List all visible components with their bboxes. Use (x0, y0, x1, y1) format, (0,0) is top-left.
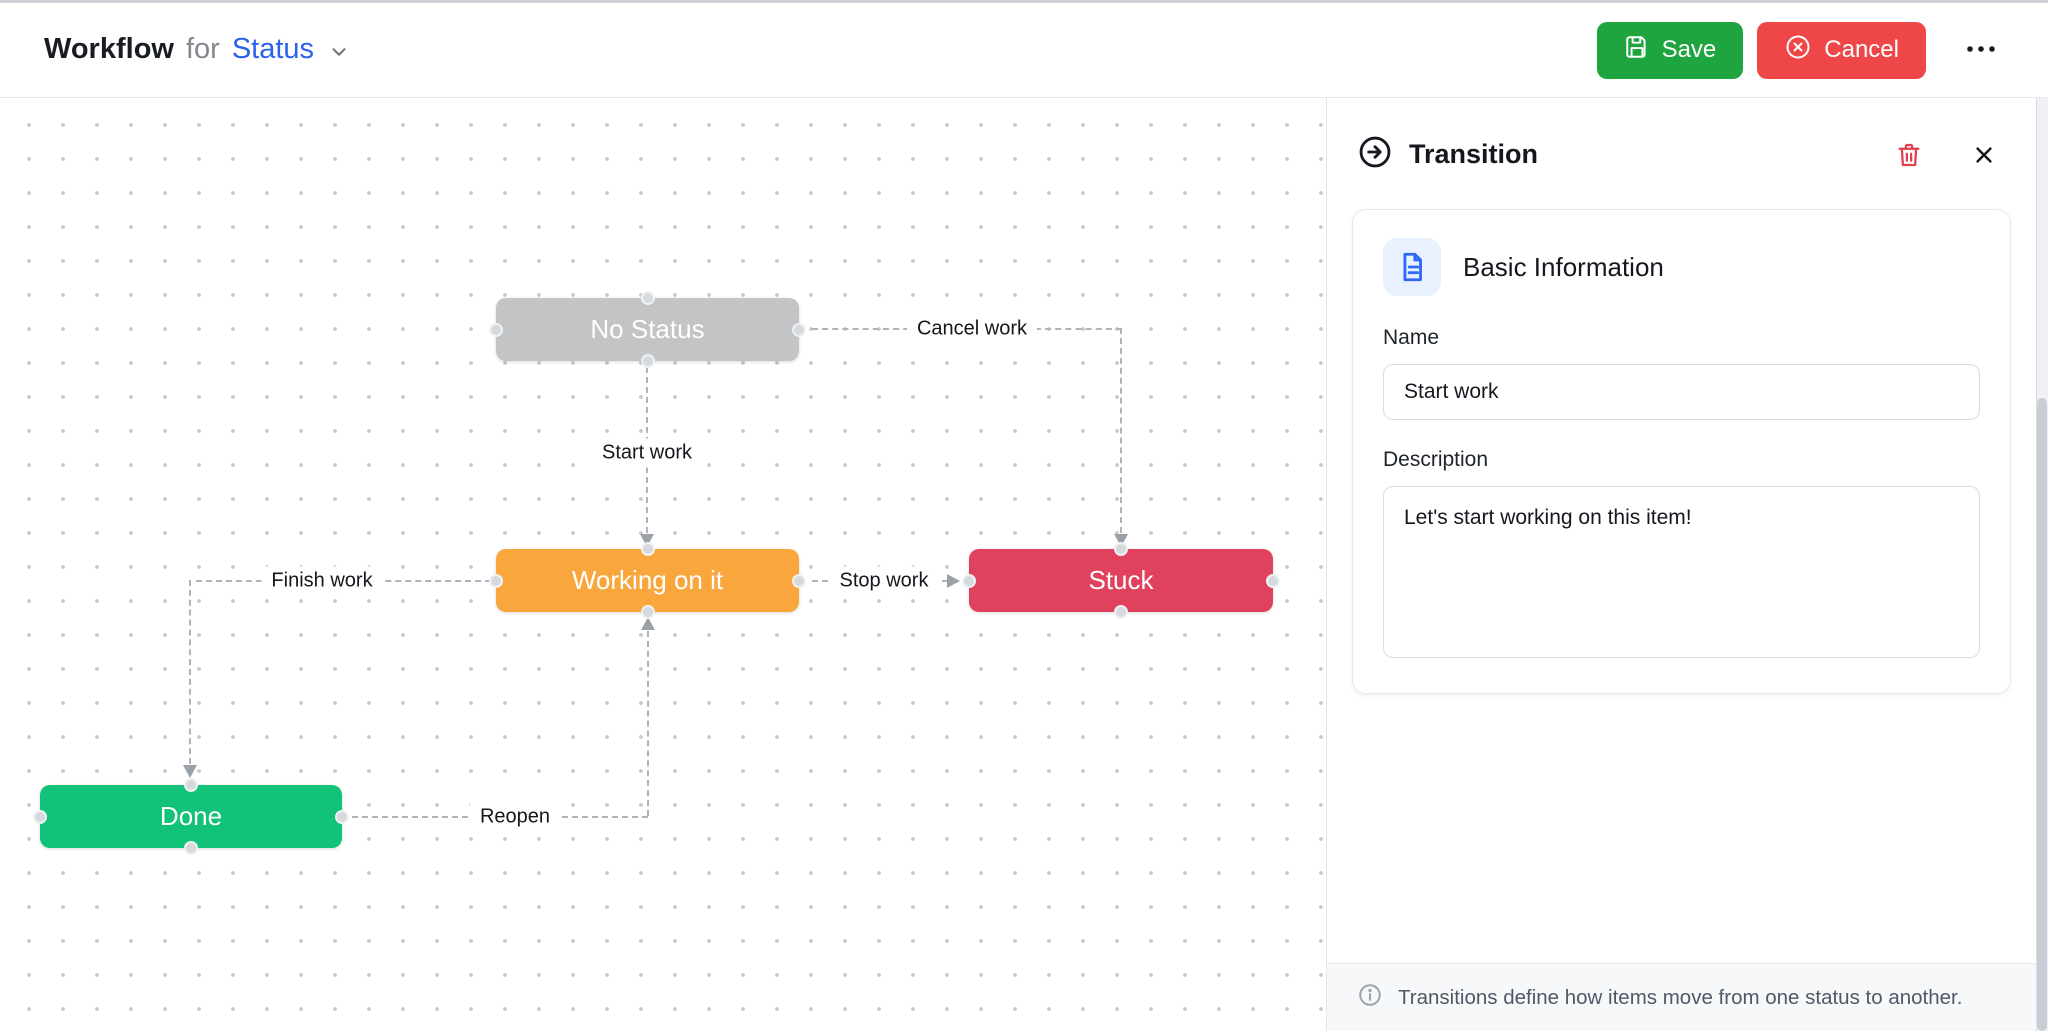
status-node-stuck[interactable]: Stuck (962, 542, 1280, 619)
workflow-title: Workflow (44, 32, 174, 65)
connection-handle-bottom[interactable] (1114, 605, 1128, 619)
connection-handle-top[interactable] (640, 542, 655, 556)
close-panel-button[interactable] (1966, 137, 2002, 173)
status-node-done[interactable]: Done (33, 778, 349, 855)
edge-label-finish-work[interactable]: Finish work (261, 566, 383, 596)
header-actions: Save Cancel (1596, 21, 2008, 79)
document-icon-tile (1383, 238, 1441, 296)
connection-handle-right[interactable] (792, 322, 806, 337)
close-icon (1976, 146, 1992, 163)
save-button[interactable]: Save (1596, 21, 1744, 79)
trash-icon (1898, 143, 1920, 166)
chevron-down-icon[interactable] (328, 41, 350, 68)
transition-panel-header: Transition (1327, 98, 2036, 175)
arrow-right-circle-icon (1357, 134, 1393, 175)
app-header: Workflow for Status Save Cancel (0, 3, 2048, 98)
info-icon (1357, 982, 1383, 1013)
connection-handle-right[interactable] (792, 573, 806, 588)
connection-handle-top[interactable] (1114, 542, 1128, 556)
window-top-edge (0, 0, 2048, 3)
footer-note: Transitions define how items move from o… (1398, 985, 1963, 1009)
connection-handle-bottom[interactable] (640, 354, 655, 368)
connection-handle-top[interactable] (640, 291, 655, 305)
edge-label-stop-work[interactable]: Stop work (829, 566, 939, 596)
edge-reopen-arrowhead (641, 617, 655, 630)
workflow-title-for: for (185, 32, 220, 65)
connection-handle-bottom[interactable] (184, 841, 198, 855)
node-label: Done (159, 801, 223, 831)
basic-information-card: Basic Information Name Description (1352, 209, 2011, 694)
document-icon (1403, 252, 1422, 282)
name-label: Name (1383, 326, 1440, 349)
circle-x-icon (1784, 33, 1812, 68)
transition-panel: Transition Basic Informa (1326, 98, 2036, 1031)
edge-reopen-line[interactable] (647, 631, 649, 816)
page-title: Workflow for Status (44, 33, 350, 68)
node-label: No Status (590, 314, 705, 344)
panel-title: Transition (1409, 139, 1539, 169)
connection-handle-left[interactable] (489, 573, 503, 588)
workflow-canvas[interactable]: Start work Cancel work Stop work Finish … (0, 98, 1326, 1031)
edge-stop-work-arrowhead (947, 574, 960, 588)
edge-finish-work-line[interactable] (189, 580, 191, 764)
edge-cancel-work-line[interactable] (1120, 328, 1122, 533)
transition-description-textarea[interactable] (1383, 486, 1980, 658)
edge-label-reopen[interactable]: Reopen (469, 802, 561, 832)
node-label: Working on it (571, 565, 724, 595)
more-options-button[interactable] (1954, 37, 2008, 64)
edge-label-start-work[interactable]: Start work (591, 438, 703, 468)
connection-handle-right[interactable] (1266, 573, 1280, 588)
node-label: Stuck (1088, 565, 1154, 595)
delete-transition-button[interactable] (1890, 136, 1928, 174)
ellipsis-icon (1967, 45, 1995, 52)
scrollbar-track[interactable] (2036, 98, 2048, 1031)
basic-information-header: Basic Information (1383, 238, 1980, 296)
panel-footer: Transitions define how items move from o… (1327, 963, 2036, 1031)
workflow-editor: Start work Cancel work Stop work Finish … (0, 98, 2048, 1031)
status-node-no-status[interactable]: No Status (489, 291, 806, 368)
cancel-button[interactable]: Cancel (1757, 21, 1926, 79)
connection-handle-left[interactable] (33, 809, 47, 824)
scrollbar-thumb[interactable] (2037, 398, 2047, 1031)
transition-name-input[interactable] (1383, 364, 1980, 420)
save-button-label: Save (1661, 36, 1717, 63)
connection-handle-right[interactable] (335, 809, 349, 824)
status-node-working-on-it[interactable]: Working on it (489, 542, 806, 619)
card-title: Basic Information (1463, 251, 1664, 282)
edge-label-cancel-work[interactable]: Cancel work (906, 314, 1038, 344)
connection-handle-left[interactable] (962, 573, 976, 588)
connection-handle-top[interactable] (184, 778, 198, 792)
cancel-button-label: Cancel (1824, 36, 1899, 63)
connection-handle-bottom[interactable] (640, 605, 655, 619)
save-icon (1624, 34, 1650, 67)
workflow-status-link[interactable]: Status (231, 32, 315, 65)
description-label: Description (1383, 448, 1489, 471)
edge-finish-work-arrowhead (183, 765, 197, 778)
connection-handle-left[interactable] (489, 322, 503, 337)
